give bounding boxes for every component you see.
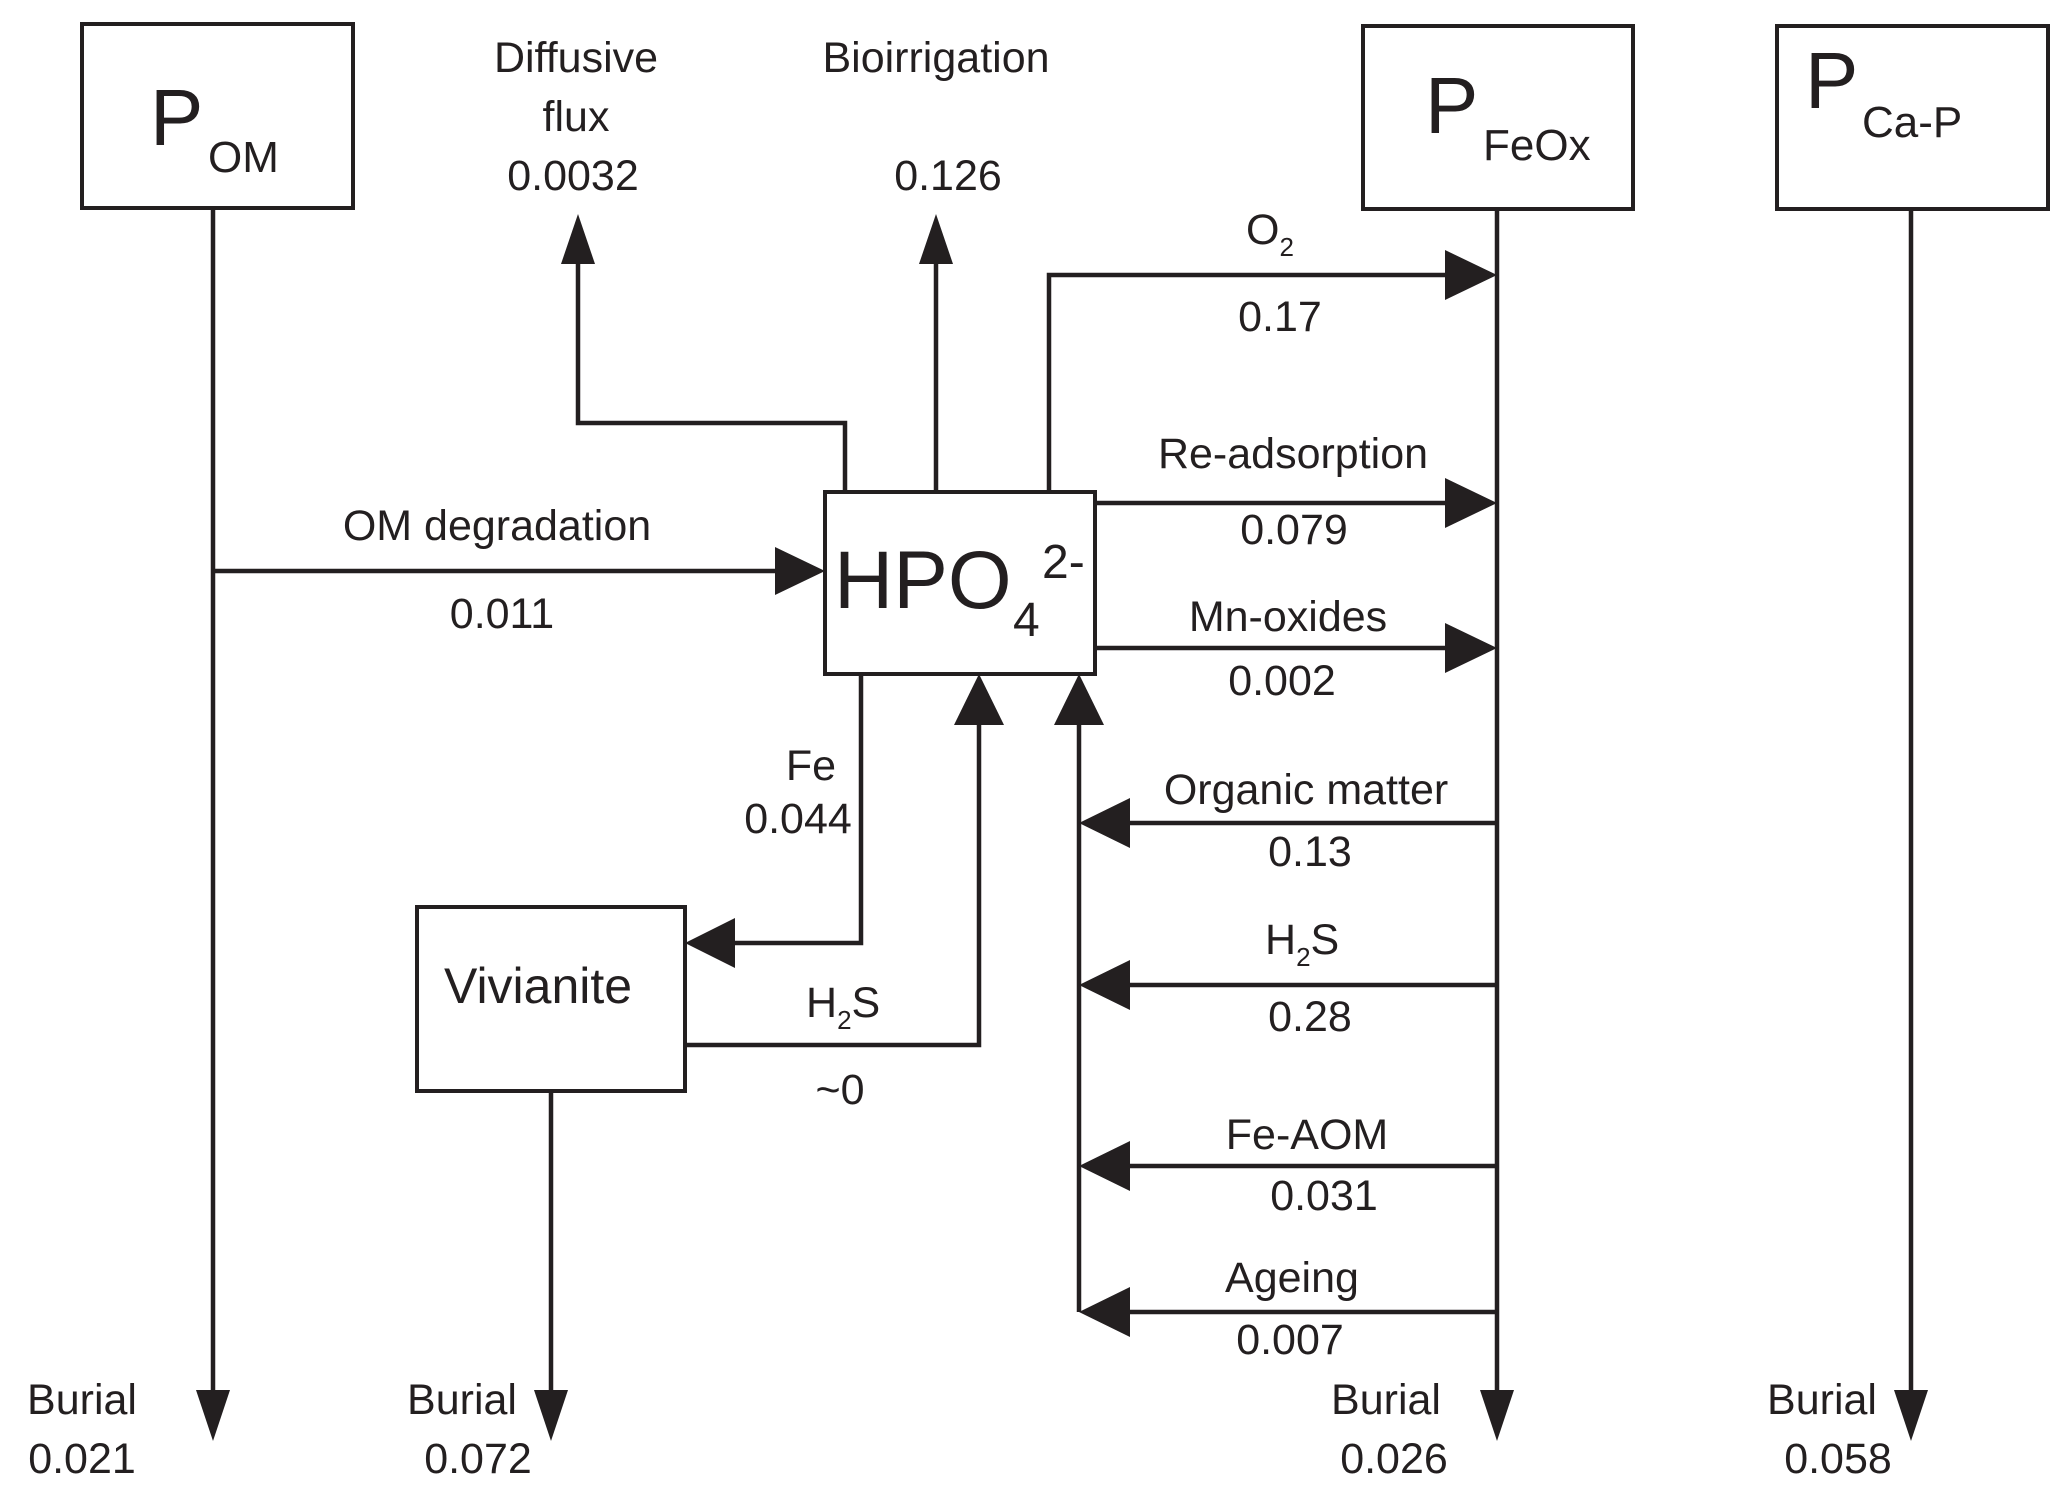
burial-pom-arrow — [196, 208, 230, 1441]
pool-pom-box — [80, 22, 355, 210]
fe-aom-value: 0.031 — [1270, 1172, 1378, 1220]
mn-oxides-value: 0.002 — [1228, 657, 1336, 705]
pool-vivianite-box — [415, 905, 687, 1093]
pool-pcap: P Ca-P — [1775, 24, 2050, 211]
pool-pfeox-main: P — [1425, 61, 1478, 150]
feox-h2s-label: H2S — [1265, 916, 1339, 972]
burial-pcap-label: Burial — [1767, 1376, 1877, 1424]
om-degradation-value: 0.011 — [450, 590, 554, 638]
burial-pfeox-arrow — [1480, 209, 1514, 1441]
organic-matter-label: Organic matter — [1164, 766, 1448, 814]
bioirrigation-arrow — [919, 214, 953, 492]
vivianite-h2s-label: H2S — [806, 979, 880, 1035]
readsorption-arrow — [1095, 478, 1497, 528]
bioirrigation-label: Bioirrigation — [822, 34, 1049, 82]
pool-pom: P OM — [80, 22, 355, 210]
pool-pom-sub: OM — [208, 133, 279, 182]
vivianite-h2s-value: ~0 — [815, 1066, 864, 1114]
ageing-arrow — [1079, 1287, 1497, 1337]
o2-value: 0.17 — [1238, 293, 1322, 341]
pool-hpo4-sub: 4 — [1013, 594, 1040, 647]
vivianite-h2s-arrow — [685, 674, 1004, 1048]
feox-h2s-label-s: S — [1311, 916, 1340, 964]
o2-arrow — [1046, 250, 1497, 492]
burial-pcap-arrow — [1894, 209, 1928, 1441]
diffusive-flux-label-1: Diffusive — [494, 34, 658, 82]
organic-matter-value: 0.13 — [1268, 828, 1352, 876]
readsorption-label: Re-adsorption — [1158, 430, 1428, 478]
pool-hpo4-sup: 2- — [1042, 536, 1085, 589]
fe-aom-arrow — [1079, 1141, 1497, 1191]
feox-h2s-value: 0.28 — [1268, 993, 1352, 1041]
burial-pfeox-label: Burial — [1331, 1376, 1441, 1424]
pool-pcap-main: P — [1805, 36, 1858, 125]
pool-hpo4-box — [823, 490, 1097, 676]
vivianite-h2s-label-sub: 2 — [837, 1005, 851, 1035]
om-degradation-arrow — [213, 547, 825, 595]
mn-oxides-arrow — [1095, 623, 1497, 673]
pool-vivianite-label: Vivianite — [444, 958, 632, 1014]
om-degradation-label: OM degradation — [343, 502, 651, 550]
pool-pcap-sub: Ca-P — [1862, 98, 1962, 147]
vivianite-h2s-label-s: S — [852, 979, 881, 1027]
fe-aom-label: Fe-AOM — [1226, 1111, 1388, 1159]
pool-vivianite: Vivianite — [415, 905, 687, 1093]
burial-pom-value: 0.021 — [28, 1435, 136, 1483]
o2-label-sub: 2 — [1279, 232, 1293, 262]
vivianite-h2s-label-h: H — [806, 979, 837, 1027]
pool-pfeox: P FeOx — [1361, 24, 1635, 211]
burial-pom-label: Burial — [27, 1376, 137, 1424]
ageing-value: 0.007 — [1236, 1316, 1344, 1364]
mn-oxides-label: Mn-oxides — [1189, 593, 1387, 641]
pool-pfeox-box — [1361, 24, 1635, 211]
o2-label: O2 — [1246, 206, 1294, 262]
pool-pcap-box — [1775, 24, 2050, 211]
feox-return-trunk — [1054, 674, 1104, 1312]
readsorption-value: 0.079 — [1240, 506, 1348, 554]
diffusive-flux-value: 0.0032 — [507, 152, 639, 200]
fe-arrow — [685, 674, 864, 968]
pool-hpo4-main: HPO — [834, 535, 1012, 626]
pool-pfeox-sub: FeOx — [1483, 121, 1591, 170]
pool-hpo4: HPO 4 2- — [823, 490, 1097, 676]
organic-matter-arrow — [1079, 798, 1497, 848]
feox-h2s-label-sub: 2 — [1296, 942, 1310, 972]
diffusive-flux-label-2: flux — [543, 93, 610, 141]
burial-pcap-value: 0.058 — [1784, 1435, 1892, 1483]
feox-h2s-arrow — [1079, 960, 1497, 1010]
burial-vivianite-value: 0.072 — [424, 1435, 532, 1483]
o2-label-o: O — [1246, 206, 1279, 254]
burial-vivianite-arrow — [534, 1091, 568, 1441]
fe-value: 0.044 — [744, 795, 852, 843]
fe-label: Fe — [786, 742, 836, 790]
feox-h2s-label-h: H — [1265, 916, 1296, 964]
diffusive-flux-arrow — [561, 214, 848, 492]
pool-pom-main: P — [150, 73, 203, 162]
burial-pfeox-value: 0.026 — [1340, 1435, 1448, 1483]
ageing-label: Ageing — [1225, 1254, 1359, 1302]
burial-vivianite-label: Burial — [407, 1376, 517, 1424]
bioirrigation-value: 0.126 — [894, 152, 1002, 200]
